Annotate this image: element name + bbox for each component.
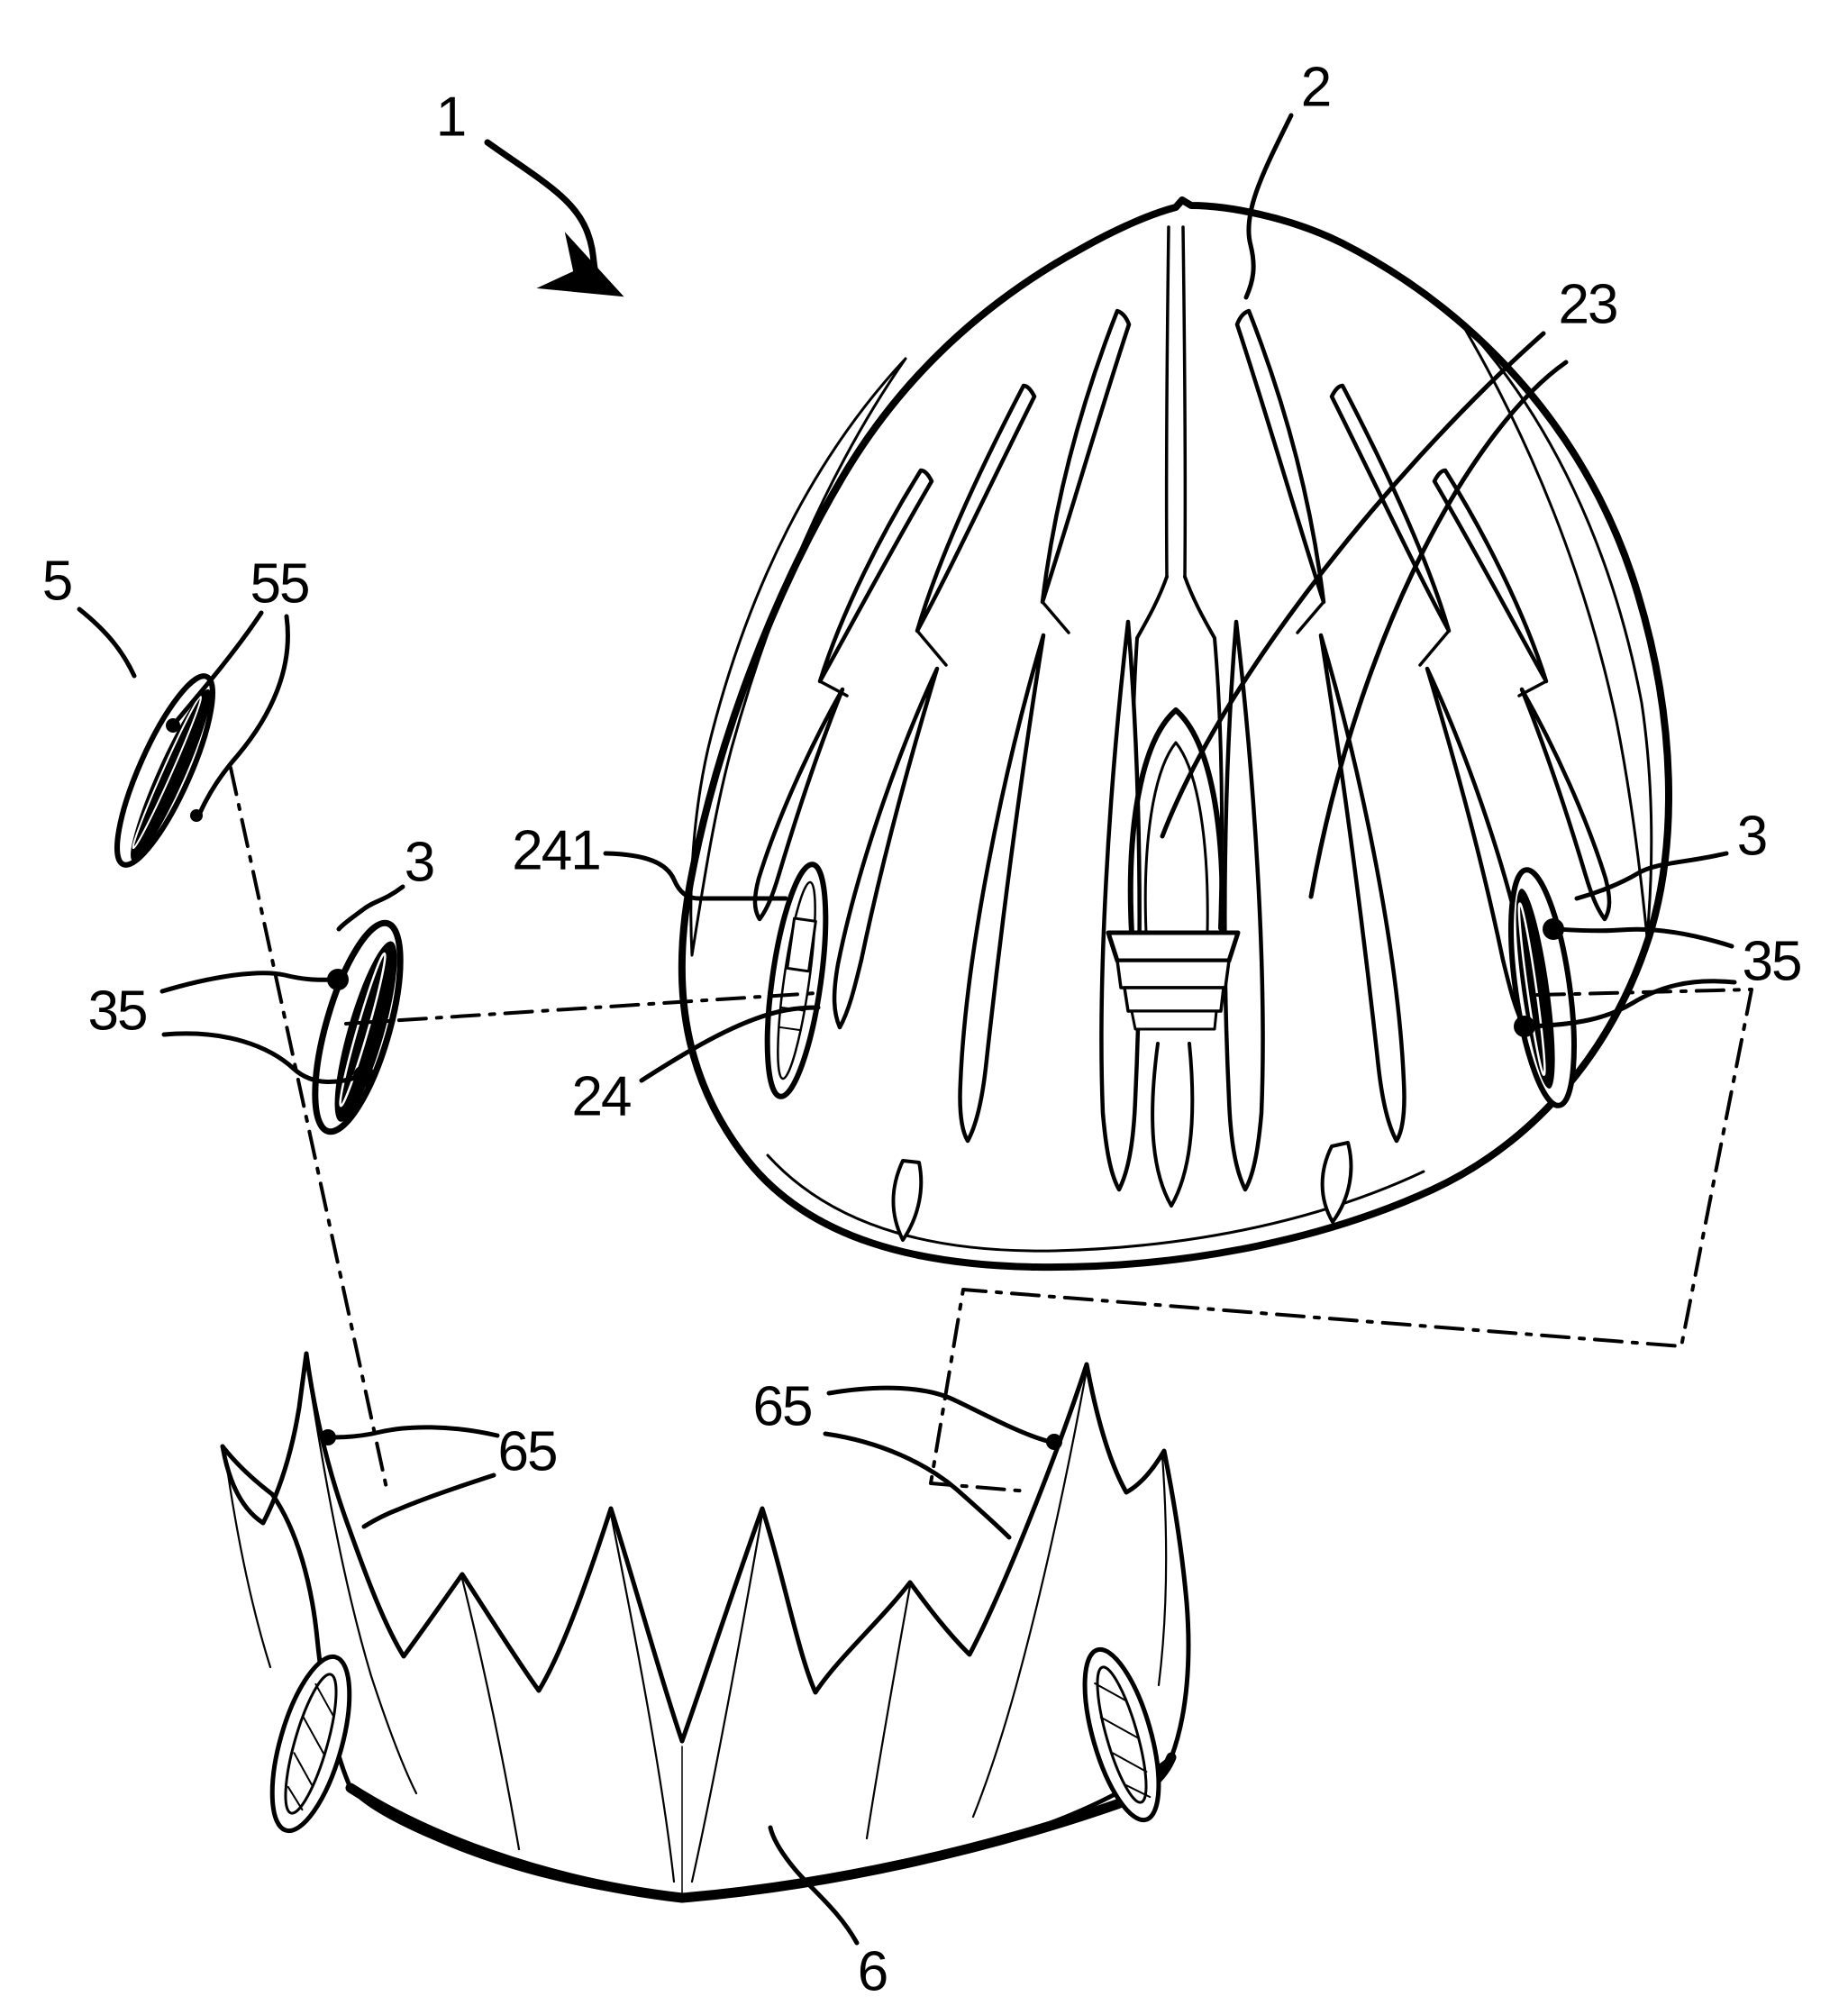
visor-side-vent-left: [269, 1654, 352, 1834]
helmet-shell: [678, 196, 1672, 1272]
visor-seams: [223, 1359, 1168, 1895]
helmet-upper-vents: [817, 308, 1549, 684]
ref-label-5: 5: [41, 550, 74, 613]
fastener-dot: [1514, 1016, 1535, 1037]
ref-label-3-left: 3: [404, 831, 436, 894]
ref-label-55: 55: [250, 552, 311, 615]
ref-label-35-left: 35: [87, 980, 149, 1043]
brow-bar: [1106, 930, 1241, 1031]
ref-label-1: 1: [435, 86, 468, 149]
leader-5: [77, 606, 137, 679]
leader-35-left-b: [161, 1031, 363, 1084]
ref-label-2: 2: [1300, 56, 1333, 119]
leader-arrow-1: [484, 139, 624, 297]
fastener-dot: [327, 969, 349, 990]
fastener-dot: [1543, 918, 1564, 940]
leader-35-left-a: [159, 971, 338, 994]
fastener-dot: [353, 1065, 375, 1087]
leader-6: [768, 1825, 860, 1946]
ref-label-65-right: 65: [752, 1375, 814, 1438]
ref-label-6: 6: [857, 1940, 889, 2003]
mount-recess-left: [764, 862, 829, 1099]
visor-stud-left: [320, 1429, 336, 1445]
ref-label-35-right: 35: [1742, 930, 1803, 993]
leader-24: [639, 1005, 821, 1083]
leader-2: [1243, 113, 1294, 300]
ref-label-65-left: 65: [497, 1420, 559, 1483]
leader-65-right-b: [823, 1431, 1012, 1540]
mount-disc-3-left: [312, 919, 404, 1135]
leader-3-left: [336, 884, 405, 932]
cover-disc-5: [114, 673, 215, 868]
assembly-axis-lines: [229, 766, 1753, 1494]
ref-label-24: 24: [571, 1065, 633, 1128]
visor-stud-right: [1046, 1434, 1062, 1450]
helmet-lower-vents: [752, 619, 1612, 1192]
bottom-vents: [891, 1042, 1353, 1242]
leader-65-left-a: [329, 1425, 500, 1440]
leader-35-right-a: [1554, 926, 1734, 949]
leader-23a: [1160, 331, 1546, 839]
visor-side-vent-right: [1082, 1646, 1161, 1823]
leader-55a: [174, 610, 264, 724]
ref-label-3-right: 3: [1736, 805, 1769, 868]
leader-lines: [77, 113, 1737, 1946]
leader-23b: [1308, 360, 1569, 899]
front-vent: [1127, 707, 1225, 935]
leader-3-right: [1574, 851, 1729, 901]
leader-65-left-b: [361, 1472, 496, 1529]
leader-241: [603, 851, 788, 901]
leader-35-right-b: [1525, 979, 1737, 1029]
leader-65-right-a: [826, 1385, 1050, 1444]
ref-label-241: 241: [512, 819, 601, 882]
ref-label-23: 23: [1558, 273, 1619, 336]
leader-55b: [197, 614, 290, 816]
